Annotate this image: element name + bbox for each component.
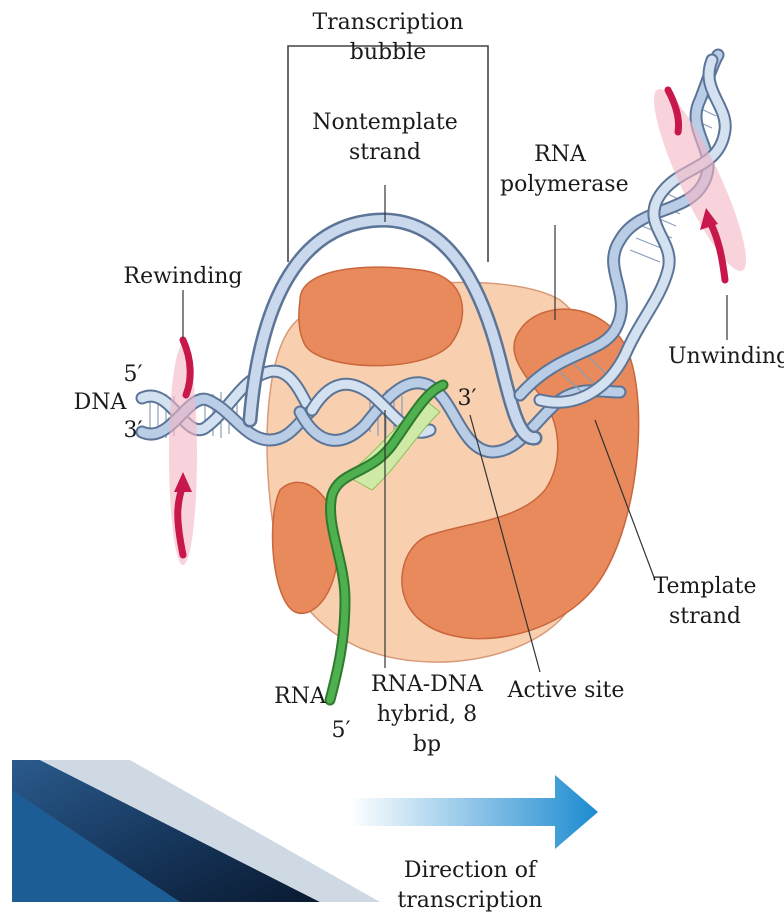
nontemplate-line1: Nontemplate (310, 108, 460, 138)
three-prime-left-label: 3′ (118, 416, 148, 446)
rna-polymerase-line2: polymerase (500, 170, 620, 200)
template-line2: strand (650, 602, 760, 632)
polymerase-top-domain (299, 267, 463, 366)
five-prime-rna-label: 5′ (326, 716, 356, 746)
five-prime-left-label: 5′ (118, 360, 148, 390)
rna-label: RNA (270, 682, 330, 712)
rna-dna-hybrid-label: RNA-DNA hybrid, 8 bp (362, 670, 492, 760)
direction-label: Direction of transcription (340, 856, 600, 916)
template-line1: Template (650, 572, 760, 602)
three-prime-rna-label: 3′ (452, 384, 482, 414)
dna-label: DNA (70, 388, 130, 418)
corner-decoration (12, 760, 380, 902)
rna-polymerase-line1: RNA (500, 140, 620, 170)
active-site-label: Active site (506, 676, 626, 706)
template-strand-label: Template strand (650, 572, 760, 632)
hybrid-line2: hybrid, 8 bp (362, 700, 492, 760)
rna-polymerase-label: RNA polymerase (500, 140, 620, 200)
nontemplate-line2: strand (310, 138, 460, 168)
nontemplate-strand-label: Nontemplate strand (310, 108, 460, 168)
direction-arrow (350, 775, 598, 849)
rewinding-label: Rewinding (118, 262, 248, 292)
transcription-bubble-label: Transcription bubble (288, 8, 488, 68)
rewinding-arrows (169, 340, 197, 565)
unwinding-label: Unwinding (668, 342, 784, 372)
hybrid-line1: RNA-DNA (362, 670, 492, 700)
